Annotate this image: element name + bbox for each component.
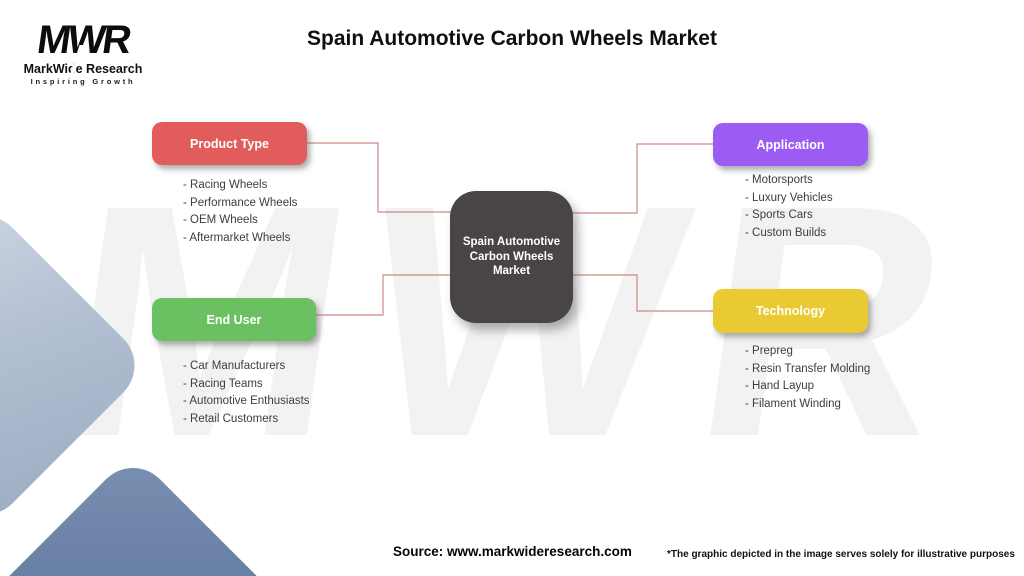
connector-application — [571, 143, 713, 214]
list-item: - Custom Builds — [745, 226, 827, 239]
list-item: - Racing Teams — [183, 377, 263, 390]
branch-label: Product Type — [190, 136, 269, 151]
list-item: - OEM Wheels — [183, 214, 258, 226]
connector-product-type — [307, 142, 453, 213]
page-title: Spain Automotive Carbon Wheels Market — [307, 27, 717, 50]
branch-label: End User — [206, 312, 262, 327]
branch-label: Application — [756, 137, 825, 152]
list-item: - Car Manufacturers — [183, 360, 286, 372]
list-item: - Motorsports — [745, 174, 813, 186]
connector-end-user — [316, 274, 453, 316]
list-item: - Retail Customers — [183, 412, 279, 425]
branch-box-application: Application — [713, 123, 868, 166]
branch-box-end-user: End User — [152, 298, 316, 341]
branch-list-application: - Motorsports - Luxury Vehicles - Sports C… — [745, 172, 833, 242]
center-node: Spain Automotive Carbon Wheels Market — [450, 191, 573, 323]
list-item: - Resin Transfer Molding — [745, 362, 871, 375]
list-item: - Luxury Vehicles — [745, 191, 833, 204]
markwide-logo: MWR MarkWide Research Inspiring Growth — [22, 18, 144, 86]
list-item: - Racing Wheels — [183, 179, 268, 191]
center-node-line: Carbon Wheels — [469, 250, 554, 263]
branch-box-technology: Technology — [713, 289, 868, 333]
list-item: - Prepreg — [745, 345, 793, 357]
list-item: - Aftermarket Wheels — [183, 231, 291, 244]
list-item: - Automotive Enthusiasts — [183, 395, 310, 407]
logo-tagline: Inspiring Growth — [30, 77, 136, 86]
source-text: Source: www.markwideresearch.com — [393, 544, 632, 559]
list-item: - Hand Layup — [745, 380, 815, 392]
center-node-line: Market — [492, 265, 531, 278]
center-node-line: Spain Automotive — [462, 236, 561, 249]
logo-company-name: MarkWide Research — [23, 62, 143, 76]
branch-label: Technology — [755, 304, 826, 318]
connector-technology — [571, 274, 713, 312]
list-item: - Sports Cars — [745, 209, 813, 221]
branch-list-end-user: - Car Manufacturers - Racing Teams - Autom… — [183, 358, 310, 428]
branch-list-technology: - Prepreg - Resin Transfer Molding - Hand … — [745, 343, 870, 413]
branch-box-product-type: Product Type — [152, 122, 307, 165]
disclaimer-text: *The graphic depicted in the image serve… — [667, 549, 1015, 560]
list-item: - Performance Wheels — [183, 196, 298, 209]
list-item: - Filament Winding — [745, 397, 841, 410]
branch-list-product-type: - Racing Wheels - Performance Wheels - OEM… — [183, 177, 297, 247]
